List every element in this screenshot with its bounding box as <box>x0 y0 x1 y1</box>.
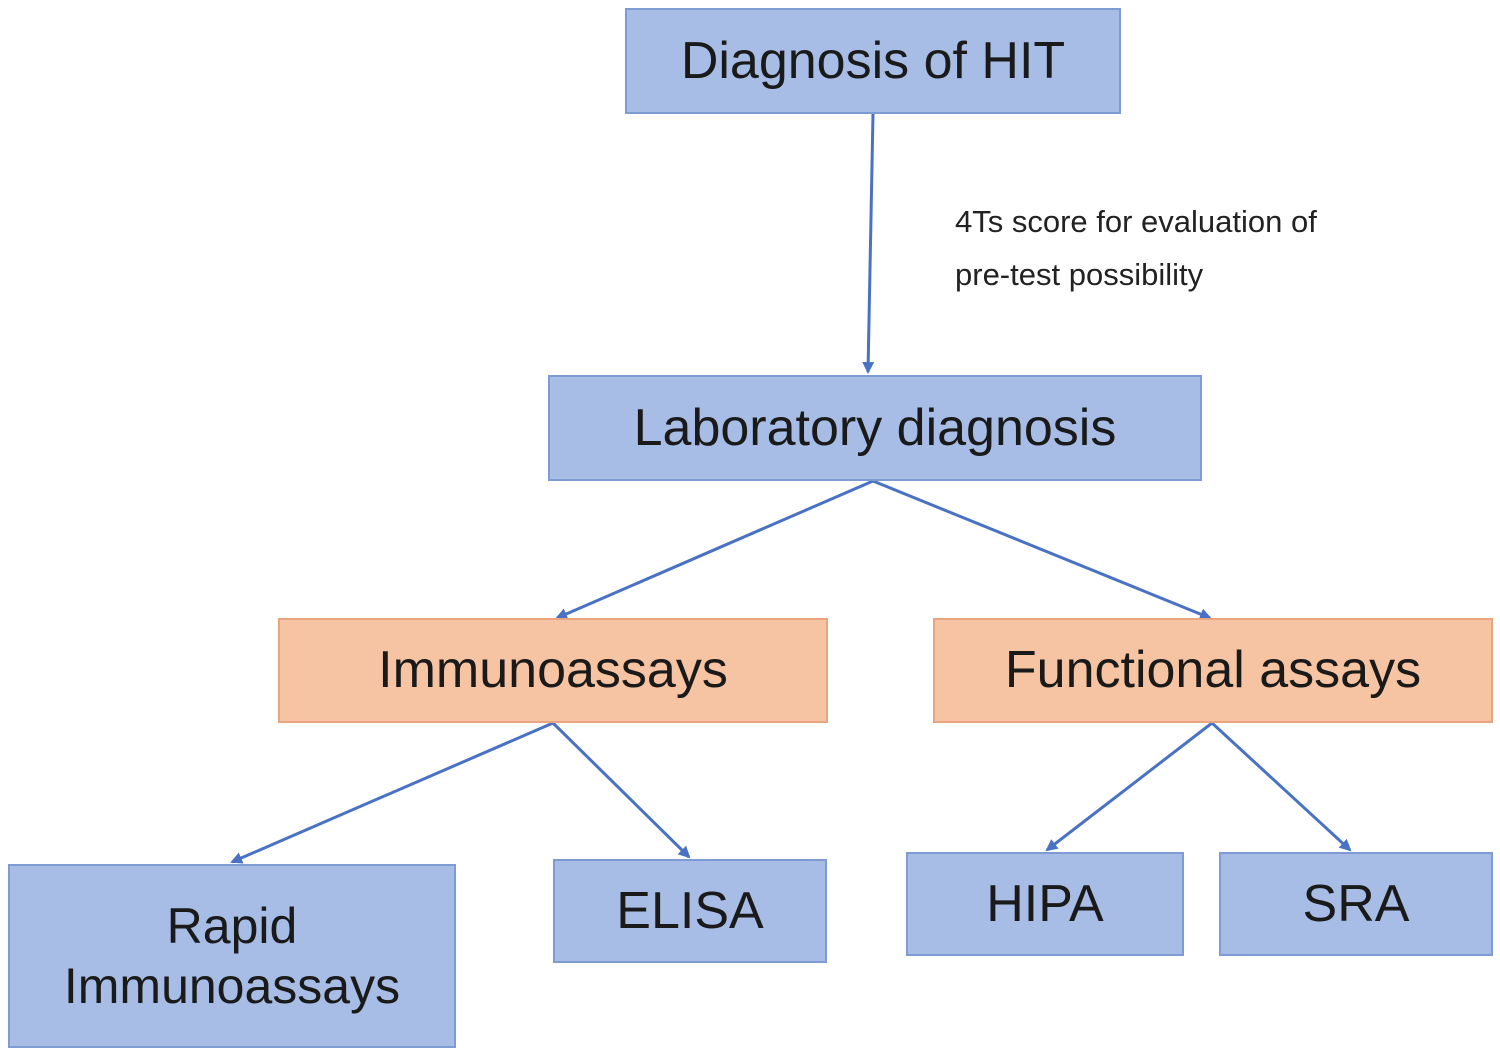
arrow-functional-to-sra <box>1210 721 1352 852</box>
node-functional-assays: Functional assays <box>933 618 1493 723</box>
node-laboratory-diagnosis: Laboratory diagnosis <box>548 375 1202 481</box>
node-label: ELISA <box>616 881 764 940</box>
arrow-immuno-to-elisa <box>551 721 691 859</box>
arrow-lab-to-functional <box>872 479 1212 620</box>
node-diagnosis-of-hit: Diagnosis of HIT <box>625 8 1121 114</box>
node-label: Laboratory diagnosis <box>633 398 1117 457</box>
node-immunoassays: Immunoassays <box>278 618 828 723</box>
node-rapid-immunoassays: Rapid Immunoassays <box>8 864 456 1048</box>
arrow-immuno-to-rapid <box>230 721 554 864</box>
arrow-lab-to-immuno <box>555 479 874 620</box>
edge-label-4ts-score: 4Ts score for evaluation of pre-test pos… <box>955 196 1317 301</box>
node-label: Functional assays <box>1004 641 1422 700</box>
arrow-root-to-lab <box>862 113 875 374</box>
arrow-functional-to-hipa <box>1045 721 1213 852</box>
node-label: Immunoassays <box>378 641 728 700</box>
node-sra: SRA <box>1219 852 1493 956</box>
edge-label-line-2: pre-test possibility <box>955 256 1204 292</box>
node-label: HIPA <box>986 874 1104 933</box>
edge-label-line-1: 4Ts score for evaluation of <box>955 204 1317 239</box>
node-elisa: ELISA <box>553 859 827 963</box>
node-label: Rapid Immunoassays <box>63 898 401 1014</box>
node-hipa: HIPA <box>906 852 1184 956</box>
node-label: SRA <box>1302 874 1410 933</box>
node-label: Diagnosis of HIT <box>680 31 1066 90</box>
